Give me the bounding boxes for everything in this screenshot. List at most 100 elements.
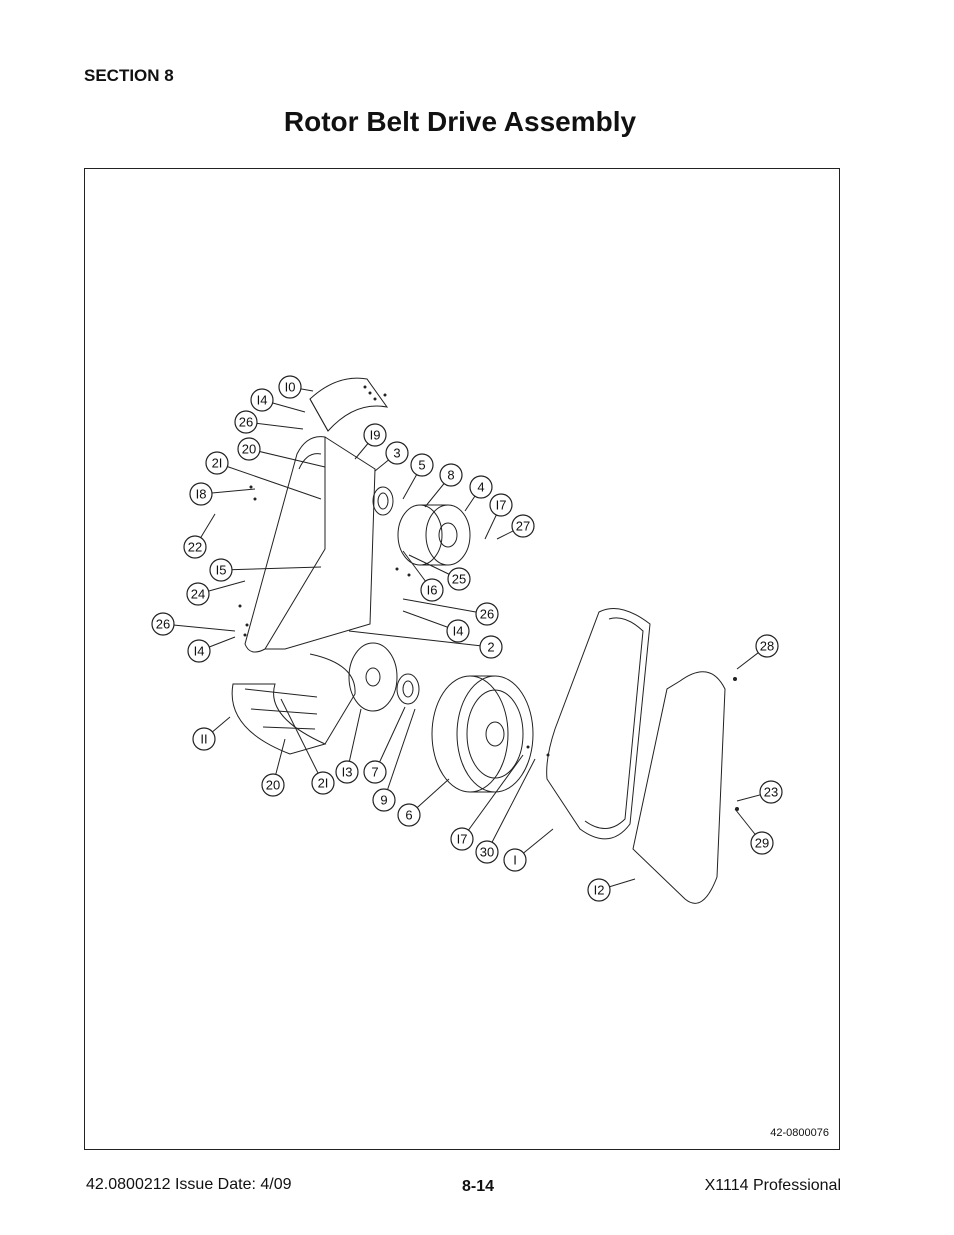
callout-17: I6	[402, 550, 444, 602]
callout-7: 5	[402, 453, 434, 500]
top-cover	[309, 377, 389, 432]
callout-leader	[162, 623, 236, 632]
callout-5: 3	[374, 441, 409, 472]
flange-plate	[348, 642, 398, 712]
callout-label: I2	[594, 883, 605, 898]
callout-23: 28	[736, 634, 779, 670]
callout-leader	[402, 598, 488, 615]
callout-bubble	[209, 558, 233, 582]
callout-label: 25	[452, 572, 466, 587]
callout-3: I9	[354, 423, 387, 460]
callout-label: 2I	[318, 776, 329, 791]
callout-32: 29	[734, 808, 774, 855]
callout-18: 26	[151, 612, 236, 636]
callout-bubble	[750, 831, 774, 855]
callout-10: 4	[464, 475, 493, 512]
callout-36: I2	[587, 878, 636, 902]
callout-label: 30	[480, 845, 494, 860]
callout-bubble	[151, 612, 175, 636]
callout-label: 2I	[212, 456, 223, 471]
callout-29: 23	[736, 780, 783, 804]
callout-bubble	[363, 760, 387, 784]
page-number: 8-14	[462, 1178, 495, 1195]
callout-label: 26	[156, 617, 170, 632]
callout-leader	[374, 706, 406, 773]
callout-label: I	[513, 853, 517, 868]
callout-label: I7	[457, 832, 468, 847]
callout-12: 27	[496, 514, 535, 540]
callout-25: I3	[335, 708, 362, 784]
callout-leader	[486, 758, 536, 853]
callout-13: 22	[183, 513, 216, 559]
callout-bubble	[587, 878, 611, 902]
guard-bottom-covers	[231, 653, 356, 755]
callout-0: I0	[278, 375, 314, 399]
callout-bubble	[475, 602, 499, 626]
callout-bubble	[450, 827, 474, 851]
callout-label: 6	[405, 808, 412, 823]
callout-8: 8	[424, 463, 463, 508]
callout-26: 7	[363, 706, 406, 784]
callout-label: 24	[191, 587, 205, 602]
callout-label: 7	[371, 765, 378, 780]
callout-label: 26	[480, 607, 494, 622]
document-number: 42.0800212 Issue Date: 4/09	[86, 1176, 292, 1193]
callout-bubble	[489, 493, 513, 517]
callout-bubble	[397, 803, 421, 827]
callout-label: I5	[216, 563, 227, 578]
callout-label: I8	[196, 487, 207, 502]
page-title: Rotor Belt Drive Assembly	[283, 106, 637, 137]
callout-bubble	[511, 514, 535, 538]
callout-bubble	[192, 727, 216, 751]
callout-leader	[248, 448, 326, 468]
callout-31: 6	[397, 778, 450, 827]
callout-2: 26	[234, 410, 304, 434]
callout-label: 20	[242, 442, 256, 457]
callout-bubble	[759, 780, 783, 804]
rotor-sheave-lower	[431, 675, 534, 793]
callout-label: 29	[755, 836, 769, 851]
callout-bubble	[446, 619, 470, 643]
callout-bubble	[250, 388, 274, 412]
callout-28: 2I	[280, 698, 335, 795]
callout-16: 24	[186, 580, 246, 606]
callout-label: 9	[380, 793, 387, 808]
callout-label: I4	[194, 644, 205, 659]
callout-leader	[216, 462, 322, 500]
callout-bubble	[183, 535, 207, 559]
callout-bubble	[187, 639, 211, 663]
callout-bubble	[503, 848, 527, 872]
callout-label: I7	[496, 498, 507, 513]
callout-bubble	[335, 760, 359, 784]
callout-label: 8	[447, 468, 454, 483]
callout-bubble	[410, 453, 434, 477]
callout-bubble	[385, 441, 409, 465]
figure-code: 42-0800076	[770, 1127, 829, 1139]
callout-label: 23	[764, 785, 778, 800]
callout-bubble	[420, 578, 444, 602]
callout-leader	[461, 754, 524, 840]
callout-label: 22	[188, 540, 202, 555]
callout-21: I4	[187, 636, 236, 663]
callout-label: I4	[257, 393, 268, 408]
callout-label: I0	[285, 380, 296, 395]
callout-bubble	[189, 482, 213, 506]
callout-leader	[348, 630, 492, 648]
callout-34: 30	[475, 758, 536, 864]
callout-bubble	[479, 635, 503, 659]
callout-leader	[383, 708, 416, 801]
callout-label: I3	[342, 765, 353, 780]
callout-leader	[220, 566, 322, 571]
hardware	[238, 385, 739, 811]
callout-bubble	[469, 475, 493, 499]
callout-label: I9	[370, 428, 381, 443]
callout-label: 20	[266, 778, 280, 793]
callout-bubble	[278, 375, 302, 399]
callout-9: I8	[189, 482, 256, 506]
callout-label: 4	[477, 480, 484, 495]
callout-4: 20	[237, 437, 326, 468]
callout-6: 2I	[205, 451, 322, 500]
drive-belt	[546, 608, 651, 840]
callout-leader	[280, 698, 324, 784]
